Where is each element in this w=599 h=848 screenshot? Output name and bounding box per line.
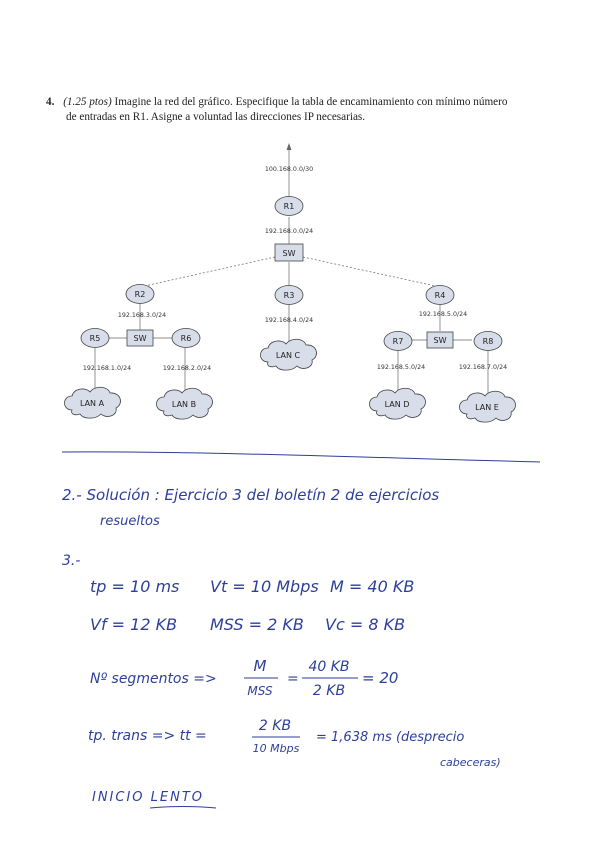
hw-inicio: INICIO LENTO [92, 790, 204, 805]
router-r4: R4 [425, 285, 455, 305]
router-r1-label: R1 [284, 202, 295, 211]
hw-vt: Vt = 10 Mbps [210, 577, 319, 596]
switch-left-label: SW [134, 334, 147, 343]
lan-a-label: LAN A [80, 399, 105, 408]
router-r7: R7 [383, 331, 413, 351]
question-points: (1.25 ptos) [63, 96, 112, 108]
hw-line-2a: 2.- Solución : Ejercicio 3 del boletín 2… [62, 486, 439, 504]
network-links [94, 145, 489, 395]
link-sw-r2 [139, 256, 276, 288]
router-r3: R3 [274, 285, 304, 305]
hw-seg-frac2-num: 40 KB [308, 659, 349, 675]
hw-seg-eq: = [287, 671, 299, 687]
lan-e-cloud: LAN E [459, 390, 516, 423]
hw-seg-result: = 20 [362, 669, 398, 687]
link-sw-r4 [302, 256, 441, 288]
lan-e-label: LAN E [475, 403, 499, 412]
lan-c-cloud: LAN C [260, 338, 317, 371]
hw-seg-frac1-den: MSS [247, 684, 273, 698]
switch-left: SW [126, 329, 154, 347]
router-r2-label: R2 [135, 290, 146, 299]
lan-d-label: LAN D [385, 400, 410, 409]
lan-a-cloud: LAN A [64, 386, 121, 419]
label-lan-a-net: 192.168.1.0/24 [83, 365, 131, 372]
hw-trans-note: cabeceras) [440, 756, 501, 769]
hw-inicio-underline [149, 806, 217, 809]
hw-line-3: 3.- [62, 553, 80, 569]
uplink-arrow-icon [286, 143, 292, 150]
router-r6-label: R6 [181, 334, 192, 343]
switch-main-label: SW [283, 249, 296, 258]
hw-trans-den: 10 Mbps [253, 742, 300, 755]
hw-m: M = 40 KB [330, 577, 414, 596]
router-r5: R5 [80, 328, 110, 348]
label-lan-b-net: 192.168.2.0/24 [163, 365, 211, 372]
switch-right: SW [426, 331, 454, 349]
switch-right-label: SW [434, 336, 447, 345]
label-r1-sw-net: 192.168.0.0/24 [265, 228, 313, 235]
router-r6: R6 [171, 328, 201, 348]
router-r5-label: R5 [90, 334, 101, 343]
lan-b-cloud: LAN B [156, 387, 213, 420]
hw-tp: tp = 10 ms [90, 577, 179, 596]
label-r3-net: 192.168.4.0/24 [265, 317, 313, 324]
label-top-net: 100.168.0.0/30 [265, 166, 313, 173]
question-line-1: 4. (1.25 ptos) Imagine la red del gráfic… [46, 95, 571, 110]
hw-seg-frac1-num: M [254, 657, 267, 675]
router-r2: R2 [125, 284, 155, 304]
label-r2-net: 192.168.3.0/24 [118, 312, 166, 319]
router-r8: R8 [473, 331, 503, 351]
label-lan-d-net: 192.168.5.0/24 [377, 364, 425, 371]
question-line-2: de entradas en R1. Asigne a voluntad las… [66, 111, 366, 123]
hw-vf: Vf = 12 KB [90, 615, 177, 634]
router-r1: R1 [274, 196, 304, 216]
hw-trans-result: = 1,638 ms (desprecio [316, 730, 464, 745]
hw-mss: MSS = 2 KB [210, 615, 304, 634]
router-r7-label: R7 [393, 337, 404, 346]
question-number: 4. [46, 96, 55, 108]
hw-line-2b: resueltos [100, 514, 160, 529]
switch-main: SW [274, 243, 304, 262]
lan-d-cloud: LAN D [369, 387, 426, 420]
question-text: 4. (1.25 ptos) Imagine la red del gráfic… [46, 95, 571, 125]
router-r8-label: R8 [483, 337, 494, 346]
hw-trans-label: tp. trans => tt = [88, 728, 207, 744]
handwritten-separator [61, 451, 541, 463]
lan-b-label: LAN B [172, 400, 196, 409]
label-lan-e-net: 192.168.7.0/24 [459, 364, 507, 371]
hw-seg-label: Nº segmentos => [90, 671, 217, 687]
question-line-1-text: Imagine la red del gráfico. Especifique … [114, 96, 508, 108]
hw-trans-num: 2 KB [259, 718, 291, 734]
lan-c-label: LAN C [276, 351, 301, 360]
label-r4-net: 192.168.5.0/24 [419, 311, 467, 318]
router-r4-label: R4 [435, 291, 446, 300]
router-r3-label: R3 [284, 291, 295, 300]
hw-seg-frac2-den: 2 KB [313, 683, 345, 699]
hw-vc: Vc = 8 KB [325, 615, 405, 634]
